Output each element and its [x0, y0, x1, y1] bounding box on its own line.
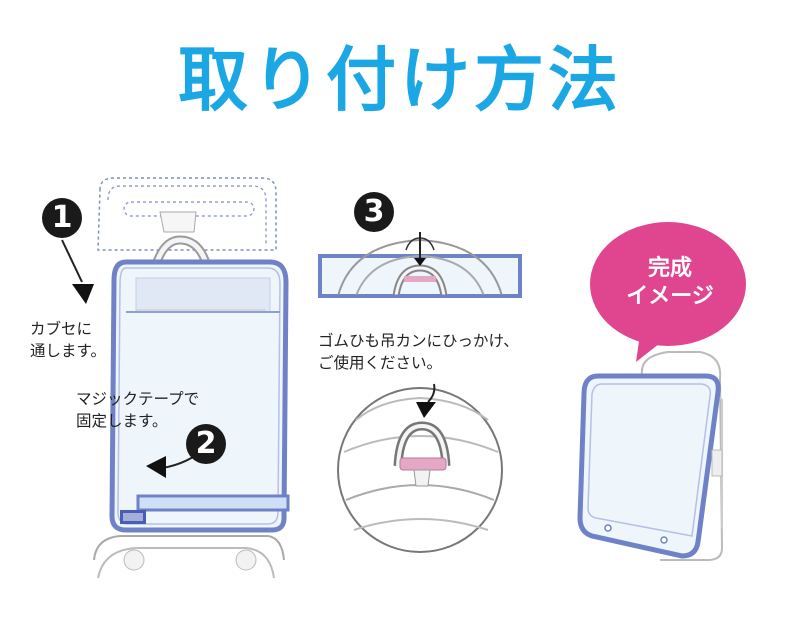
step-3-text: ゴムひも吊カンにひっかけ、 ご使用ください。: [318, 332, 519, 372]
completed-backpack: [577, 351, 724, 561]
step-2-badge: 2: [186, 424, 226, 464]
completed-image-bubble: [590, 222, 746, 362]
panel-1-backpack: [61, 177, 290, 579]
step-1-text: カブセに 通します。: [30, 320, 106, 360]
step-1-badge: 1: [42, 198, 82, 238]
page-title: 取り付け方法: [178, 39, 622, 121]
step-2-text: マジックテープで 固定します。: [76, 390, 200, 430]
completed-image-label: 完成 イメージ: [626, 256, 714, 309]
step-3-badge: 3: [354, 192, 394, 232]
panel-3-detail: [318, 232, 522, 553]
